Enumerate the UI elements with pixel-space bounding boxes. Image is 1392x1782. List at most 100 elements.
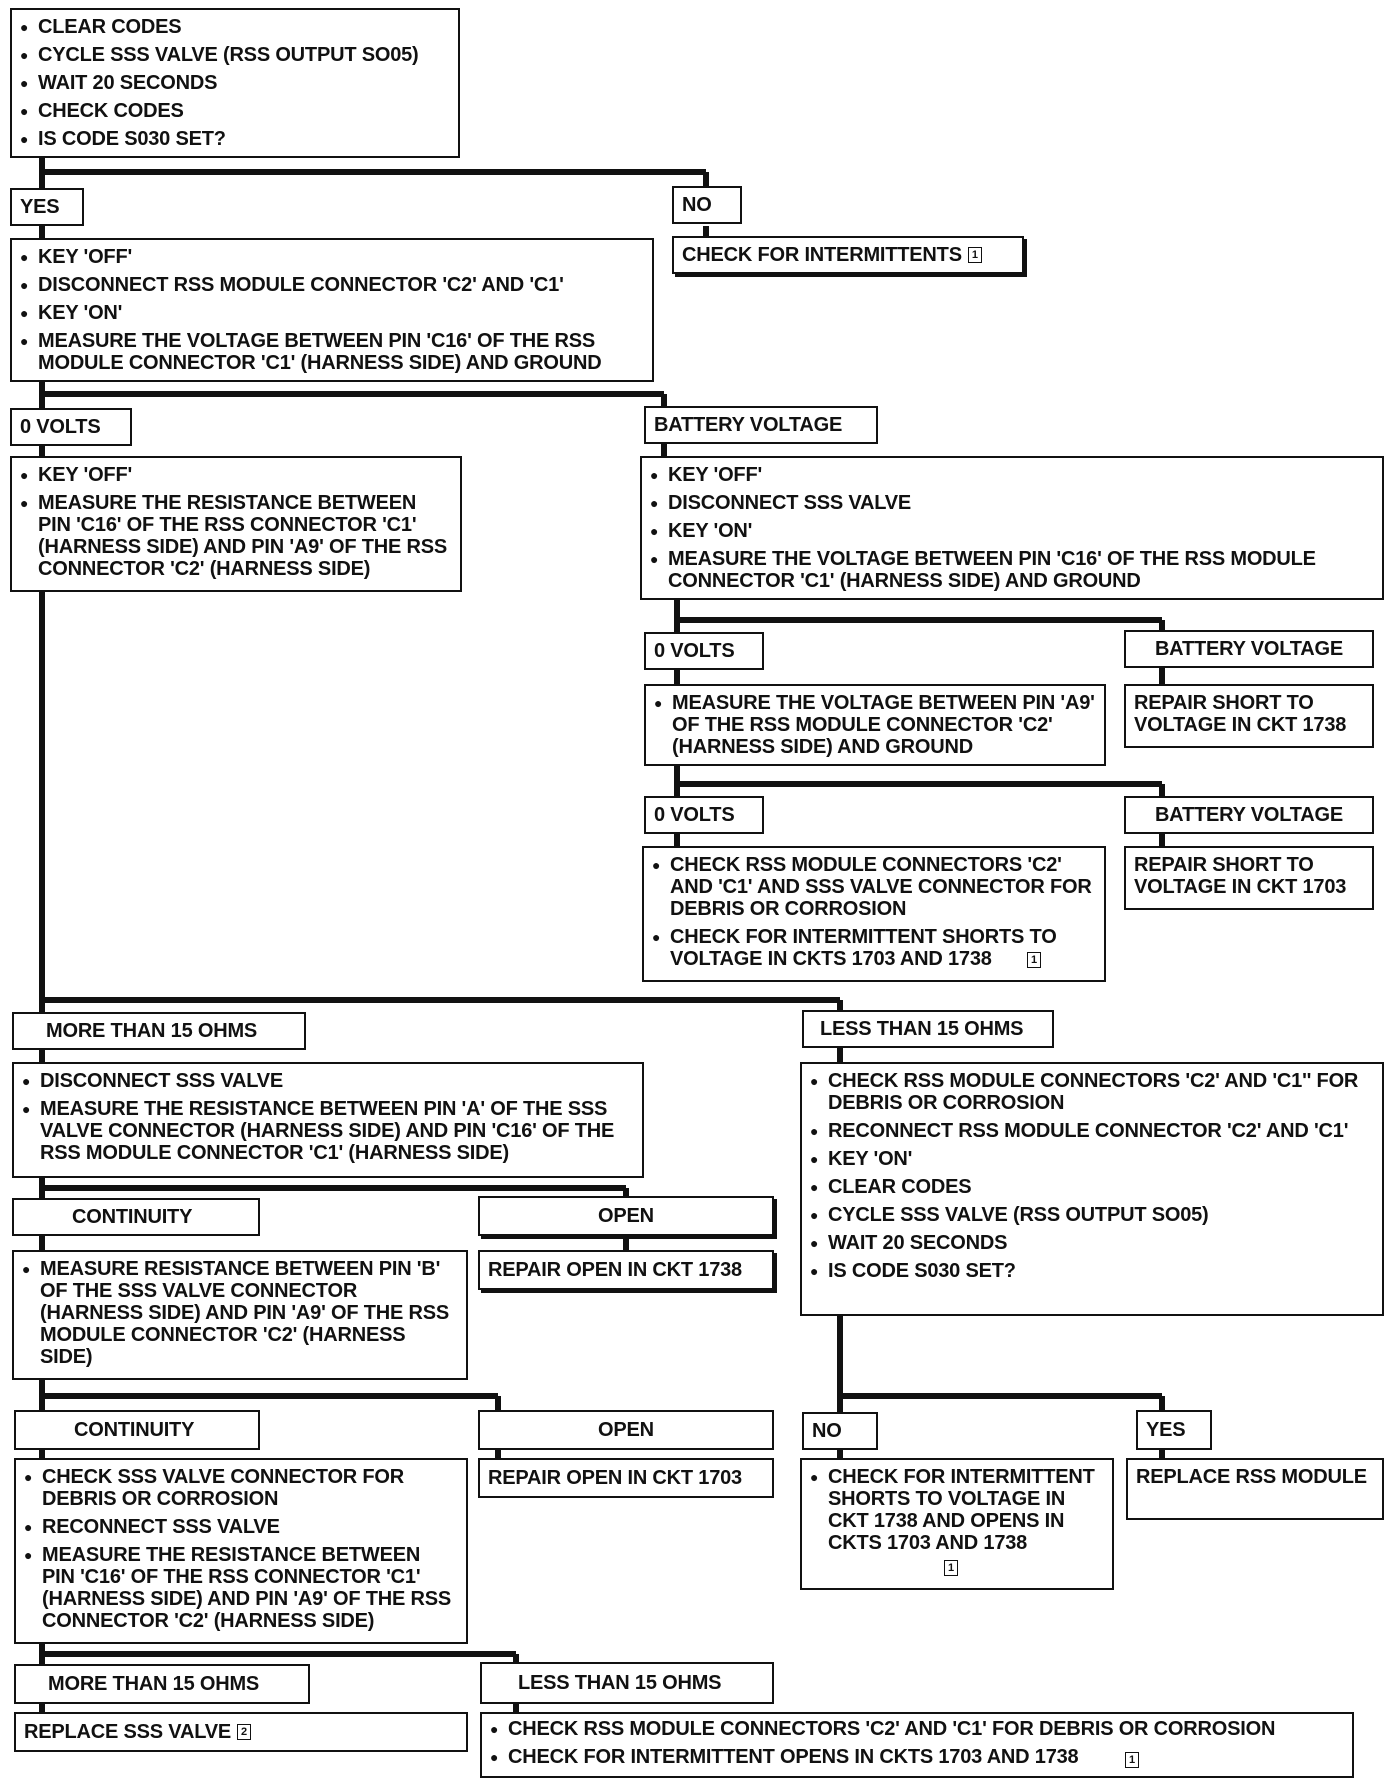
step-item: WAIT 20 SECONDS xyxy=(20,72,450,94)
repair-open-1738: REPAIR OPEN IN CKT 1738 xyxy=(478,1250,774,1290)
more-than-15-label-1: MORE THAN 15 OHMS xyxy=(12,1012,306,1050)
repair-open-1703: REPAIR OPEN IN CKT 1703 xyxy=(478,1458,774,1498)
step-item: KEY 'OFF' xyxy=(650,464,1374,486)
repair-short-1703-text: REPAIR SHORT TO VOLTAGE IN CKT 1703 xyxy=(1134,854,1347,898)
step-item: MEASURE THE VOLTAGE BETWEEN PIN 'A9' OF … xyxy=(654,692,1096,758)
battery-voltage-label-3-text: BATTERY VOLTAGE xyxy=(1154,804,1344,826)
step-item: MEASURE THE VOLTAGE BETWEEN PIN 'C16' OF… xyxy=(20,330,644,374)
step-item: KEY 'OFF' xyxy=(20,246,644,268)
replace-sss-valve: REPLACE SSS VALVE 2 xyxy=(14,1712,468,1752)
repair-short-1738-text: REPAIR SHORT TO VOLTAGE IN CKT 1738 xyxy=(1134,692,1347,736)
step-reconnect-recheck: CHECK RSS MODULE CONNECTORS 'C2' AND 'C1… xyxy=(800,1062,1384,1316)
step-item: CHECK FOR INTERMITTENT SHORTS TO VOLTAGE… xyxy=(810,1466,1104,1554)
step-disconnect-c2-c1: KEY 'OFF' DISCONNECT RSS MODULE CONNECTOR… xyxy=(10,238,654,382)
start-step: CLEAR CODESCYCLE SSS VALVE (RSS OUTPUT S… xyxy=(10,8,460,158)
replace-sss-valve-text: REPLACE SSS VALVE xyxy=(24,1721,232,1743)
replace-rss-module: REPLACE RSS MODULE xyxy=(1126,1458,1384,1520)
step-item: KEY 'ON' xyxy=(810,1148,1374,1170)
step-item: CLEAR CODES xyxy=(810,1176,1374,1198)
open-label-1-text: OPEN xyxy=(598,1205,654,1227)
less-than-15-label-2: LESS THAN 15 OHMS xyxy=(480,1662,774,1704)
battery-voltage-label-1-text: BATTERY VOLTAGE xyxy=(654,414,843,436)
step-check-sss-connector: CHECK SSS VALVE CONNECTOR FOR DEBRIS OR … xyxy=(14,1458,468,1644)
step-disconnect-sss-resistance: DISCONNECT SSS VALVE MEASURE THE RESISTAN… xyxy=(12,1062,644,1178)
step-voltage-a9: MEASURE THE VOLTAGE BETWEEN PIN 'A9' OF … xyxy=(644,684,1106,766)
step-item: KEY 'ON' xyxy=(650,520,1374,542)
yes-label-1-text: YES xyxy=(20,196,60,218)
start-step-list: CLEAR CODESCYCLE SSS VALVE (RSS OUTPUT S… xyxy=(20,16,450,150)
step-item: CHECK RSS MODULE CONNECTORS 'C2' AND 'C1… xyxy=(652,854,1096,920)
step-intermittent-shorts-opens-list: CHECK FOR INTERMITTENT SHORTS TO VOLTAGE… xyxy=(810,1466,1104,1554)
step-item: DISCONNECT SSS VALVE xyxy=(22,1070,634,1092)
step-item: MEASURE THE RESISTANCE BETWEEN PIN 'C16'… xyxy=(20,492,452,580)
less-than-15-label-1: LESS THAN 15 OHMS xyxy=(802,1010,1054,1048)
battery-voltage-label-3: BATTERY VOLTAGE xyxy=(1124,796,1374,834)
open-label-2-text: OPEN xyxy=(598,1419,654,1441)
step-resistance-pin-b-list: MEASURE RESISTANCE BETWEEN PIN 'B' OF TH… xyxy=(22,1258,458,1368)
step-item: MEASURE THE VOLTAGE BETWEEN PIN 'C16' OF… xyxy=(650,548,1374,592)
repair-open-1738-text: REPAIR OPEN IN CKT 1738 xyxy=(488,1259,742,1281)
note-ref-5-icon: 1 xyxy=(1125,1752,1139,1768)
step-final-checks: CHECK RSS MODULE CONNECTORS 'C2' AND 'C1… xyxy=(480,1712,1354,1778)
step-item: CHECK FOR INTERMITTENT OPENS IN CKTS 170… xyxy=(490,1746,1344,1768)
open-label-2: OPEN xyxy=(478,1410,774,1450)
step-item: WAIT 20 SECONDS xyxy=(810,1232,1374,1254)
step-item: CHECK RSS MODULE CONNECTORS 'C2' AND 'C1… xyxy=(490,1718,1344,1740)
zero-volts-label-2-text: 0 VOLTS xyxy=(654,640,735,662)
more-than-15-label-2-text: MORE THAN 15 OHMS xyxy=(48,1673,260,1695)
repair-short-1738: REPAIR SHORT TO VOLTAGE IN CKT 1738 xyxy=(1124,684,1374,748)
intermittents-box-1-text: CHECK FOR INTERMITTENTS xyxy=(682,244,962,266)
zero-volts-label-1: 0 VOLTS xyxy=(10,408,132,446)
open-label-1: OPEN xyxy=(478,1196,774,1236)
step-check-sss-connector-list: CHECK SSS VALVE CONNECTOR FOR DEBRIS OR … xyxy=(24,1466,458,1632)
step-item: KEY 'OFF' xyxy=(20,464,452,486)
step-disconnect-sss-voltage-list: KEY 'OFF' DISCONNECT SSS VALVE KEY 'ON' MEA… xyxy=(650,464,1374,592)
note-ref-2-icon: 1 xyxy=(1027,952,1041,968)
no-label-1-text: NO xyxy=(682,194,712,216)
step-disconnect-sss-resistance-list: DISCONNECT SSS VALVE MEASURE THE RESISTAN… xyxy=(22,1070,634,1164)
step-final-checks-list: CHECK RSS MODULE CONNECTORS 'C2' AND 'C1… xyxy=(490,1718,1344,1768)
step-item: MEASURE THE RESISTANCE BETWEEN PIN 'C16'… xyxy=(24,1544,458,1632)
no-label-2-text: NO xyxy=(812,1420,842,1442)
more-than-15-label-1-text: MORE THAN 15 OHMS xyxy=(46,1020,258,1042)
step-disconnect-c2-c1-list: KEY 'OFF' DISCONNECT RSS MODULE CONNECTOR… xyxy=(20,246,644,374)
step-item: DISCONNECT RSS MODULE CONNECTOR 'C2' AND… xyxy=(20,274,644,296)
step-item: DISCONNECT SSS VALVE xyxy=(650,492,1374,514)
yes-label-1: YES xyxy=(10,188,84,226)
step-check-connectors-shorts: CHECK RSS MODULE CONNECTORS 'C2' AND 'C1… xyxy=(642,846,1106,982)
zero-volts-label-2: 0 VOLTS xyxy=(644,632,764,670)
continuity-label-1: CONTINUITY xyxy=(12,1198,260,1236)
step-check-connectors-shorts-list: CHECK RSS MODULE CONNECTORS 'C2' AND 'C1… xyxy=(652,854,1096,970)
battery-voltage-label-1: BATTERY VOLTAGE xyxy=(644,406,878,444)
step-intermittent-shorts-opens: CHECK FOR INTERMITTENT SHORTS TO VOLTAGE… xyxy=(800,1458,1114,1590)
step-item: CHECK CODES xyxy=(20,100,450,122)
step-item: CHECK SSS VALVE CONNECTOR FOR DEBRIS OR … xyxy=(24,1466,458,1510)
step-voltage-a9-list: MEASURE THE VOLTAGE BETWEEN PIN 'A9' OF … xyxy=(654,692,1096,758)
continuity-label-2: CONTINUITY xyxy=(14,1410,260,1450)
step-item: CYCLE SSS VALVE (RSS OUTPUT SO05) xyxy=(810,1204,1374,1226)
step-resistance-pin-b: MEASURE RESISTANCE BETWEEN PIN 'B' OF TH… xyxy=(12,1250,468,1380)
step-disconnect-sss-voltage: KEY 'OFF' DISCONNECT SSS VALVE KEY 'ON' MEA… xyxy=(640,456,1384,600)
repair-open-1703-text: REPAIR OPEN IN CKT 1703 xyxy=(488,1467,742,1489)
battery-voltage-label-2: BATTERY VOLTAGE xyxy=(1124,630,1374,668)
step-item: RECONNECT RSS MODULE CONNECTOR 'C2' AND … xyxy=(810,1120,1374,1142)
step-item: MEASURE THE RESISTANCE BETWEEN PIN 'A' O… xyxy=(22,1098,634,1164)
step-item: CHECK FOR INTERMITTENT SHORTS TO VOLTAGE… xyxy=(652,926,1096,970)
yes-label-2-text: YES xyxy=(1146,1419,1186,1441)
no-label-1: NO xyxy=(672,186,742,224)
continuity-label-1-text: CONTINUITY xyxy=(72,1206,193,1228)
battery-voltage-label-2-text: BATTERY VOLTAGE xyxy=(1154,638,1344,660)
yes-label-2: YES xyxy=(1136,1410,1212,1450)
step-item: MEASURE RESISTANCE BETWEEN PIN 'B' OF TH… xyxy=(22,1258,458,1368)
step-item: IS CODE S030 SET? xyxy=(810,1260,1374,1282)
step-resistance-c16-a9: KEY 'OFF' MEASURE THE RESISTANCE BETWEEN … xyxy=(10,456,462,592)
step-item: KEY 'ON' xyxy=(20,302,644,324)
step-reconnect-recheck-list: CHECK RSS MODULE CONNECTORS 'C2' AND 'C1… xyxy=(810,1070,1374,1282)
replace-rss-module-text: REPLACE RSS MODULE xyxy=(1136,1466,1367,1488)
note-ref-4-icon: 2 xyxy=(237,1724,252,1740)
step-item: CHECK RSS MODULE CONNECTORS 'C2' AND 'C1… xyxy=(810,1070,1374,1114)
step-item: CYCLE SSS VALVE (RSS OUTPUT SO05) xyxy=(20,44,450,66)
note-ref-3-icon: 1 xyxy=(944,1560,958,1576)
